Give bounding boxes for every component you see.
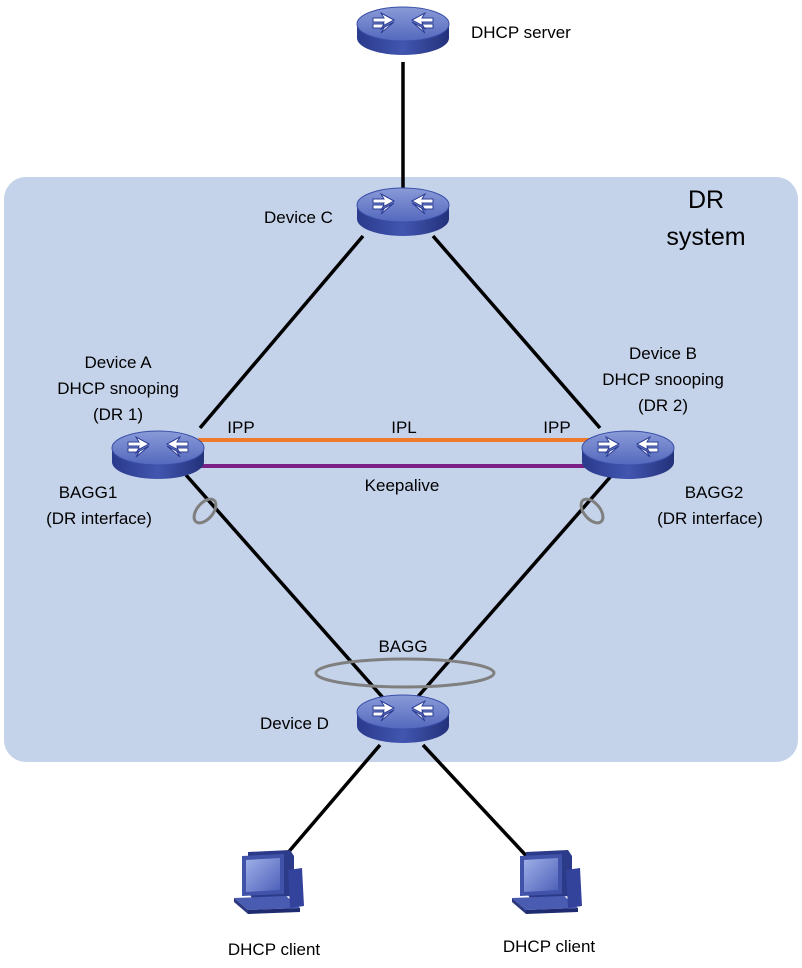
device-a-name: Device A <box>84 353 152 372</box>
link-c-b <box>431 234 602 430</box>
dhcp-server-router-icon <box>356 6 450 56</box>
bagg1-interface-label: (DR interface) <box>46 509 152 528</box>
device-b-dr: (DR 2) <box>638 396 688 415</box>
link-d-client2 <box>421 743 534 864</box>
bagg1-label: BAGG1 <box>59 483 118 502</box>
device-d-router-icon <box>356 694 450 744</box>
ipp-left-label: IPP <box>227 418 254 437</box>
client2-label: DHCP client <box>503 937 596 956</box>
device-a-router-icon <box>111 430 205 480</box>
device-c-router-icon <box>356 187 450 237</box>
link-b-d <box>413 473 614 702</box>
bagg2-ring <box>579 497 605 525</box>
device-c-label: Device C <box>264 208 333 227</box>
bagg1-ring <box>192 497 218 525</box>
bagg2-interface-label: (DR interface) <box>657 509 763 528</box>
client1-label: DHCP client <box>228 940 321 959</box>
ipl-label: IPL <box>391 418 417 437</box>
bagg-ring <box>314 657 496 689</box>
region-title-line1: DR <box>688 186 724 214</box>
device-a-dr: (DR 1) <box>93 405 143 424</box>
bagg2-label: BAGG2 <box>685 483 744 502</box>
dhcp-server-label: DHCP server <box>471 23 571 42</box>
ipp-right-label: IPP <box>543 418 570 437</box>
link-d-client1 <box>278 743 382 864</box>
device-b-name: Device B <box>629 344 697 363</box>
device-b-router-icon <box>581 430 675 480</box>
device-b-role: DHCP snooping <box>602 370 724 389</box>
keepalive-label: Keepalive <box>365 476 440 495</box>
device-a-role: DHCP snooping <box>57 379 179 398</box>
device-d-label: Device D <box>260 714 329 733</box>
client2-computer-icon <box>512 850 582 914</box>
link-c-a <box>198 234 365 430</box>
client1-computer-icon <box>234 850 304 914</box>
dr-system-region <box>4 177 798 762</box>
region-title-line2: system <box>666 223 745 251</box>
bagg-label: BAGG <box>378 637 427 656</box>
